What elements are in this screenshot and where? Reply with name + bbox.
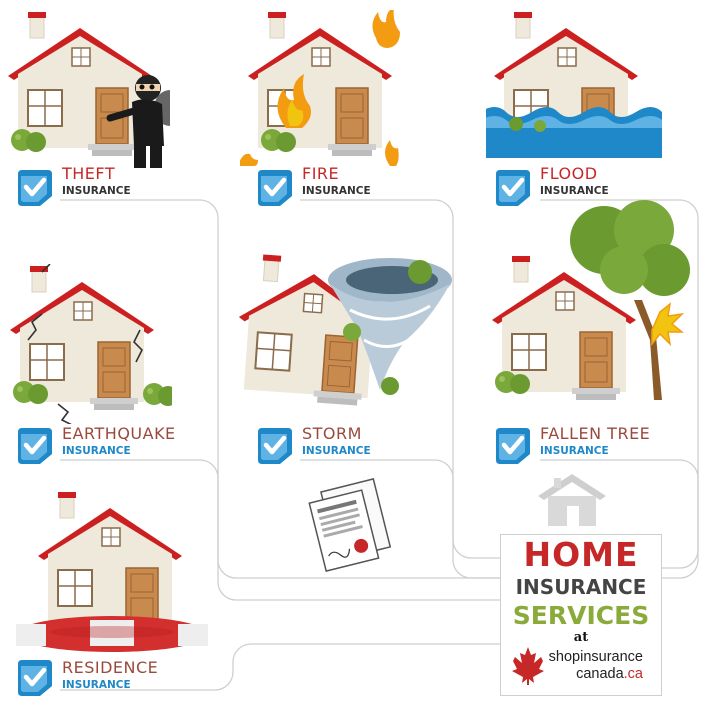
flame-icon [240, 10, 400, 166]
water-icon [486, 107, 662, 158]
promo-box: HOME INSURANCE SERVICES at shopinsurance… [500, 534, 662, 696]
checkmark-icon [256, 170, 292, 206]
residence-house-icon [16, 491, 208, 652]
document-icon [308, 478, 392, 573]
card-subtitle: INSURANCE [302, 185, 371, 197]
card-title: RESIDENCE [62, 658, 159, 677]
fallen-tree-house-icon [491, 200, 690, 401]
tornado-icon [328, 258, 452, 395]
checkmark-icon [494, 428, 530, 464]
card-title: FIRE [302, 164, 340, 183]
tree-icon [570, 200, 690, 400]
promo-at: at [573, 630, 589, 645]
card-subtitle: INSURANCE [62, 185, 131, 197]
card-title: EARTHQUAKE [62, 424, 176, 443]
checkmark-icon [16, 170, 52, 206]
earthquake-label: EARTHQUAKE INSURANCE [62, 426, 176, 457]
promo-insurance: INSURANCE [515, 575, 647, 599]
theft-label: THEFT INSURANCE [62, 166, 131, 197]
card-title: FLOOD [540, 164, 598, 183]
card-subtitle: INSURANCE [540, 185, 609, 197]
storm-house-icon [232, 252, 452, 408]
theft-house-icon [7, 11, 170, 168]
flood-house-icon [486, 11, 662, 158]
card-title: STORM [302, 424, 362, 443]
checkmark-icon [16, 428, 52, 464]
maple-leaf-icon [512, 647, 544, 685]
crack-icon [27, 264, 143, 424]
checkmark-icon [256, 428, 292, 464]
card-title: THEFT [62, 164, 116, 183]
card-subtitle: INSURANCE [62, 679, 131, 691]
fire-label: FIRE INSURANCE [302, 166, 371, 197]
checkmark-icon [16, 660, 52, 696]
lifebuoy-icon [16, 616, 208, 652]
card-title: FALLEN TREE [540, 424, 651, 443]
site-line1: shopinsurance [548, 649, 643, 665]
promo-home: HOME [523, 535, 639, 574]
fire-house-icon [240, 10, 400, 166]
promo-services: SERVICES [512, 601, 650, 630]
burglar-icon [106, 75, 170, 168]
flood-label: FLOOD INSURANCE [540, 166, 609, 197]
fallen-tree-label: FALLEN TREE INSURANCE [540, 426, 650, 457]
promo-website[interactable]: shopinsurance canada.ca [501, 649, 661, 682]
site-line2: canada.ca [576, 665, 643, 682]
card-subtitle: INSURANCE [62, 445, 131, 457]
card-subtitle: INSURANCE [302, 445, 371, 457]
storm-label: STORM INSURANCE [302, 426, 371, 457]
earthquake-house-icon [9, 264, 172, 424]
house-icon [538, 474, 606, 526]
residence-label: RESIDENCE INSURANCE [62, 660, 158, 691]
card-subtitle: INSURANCE [540, 445, 609, 457]
